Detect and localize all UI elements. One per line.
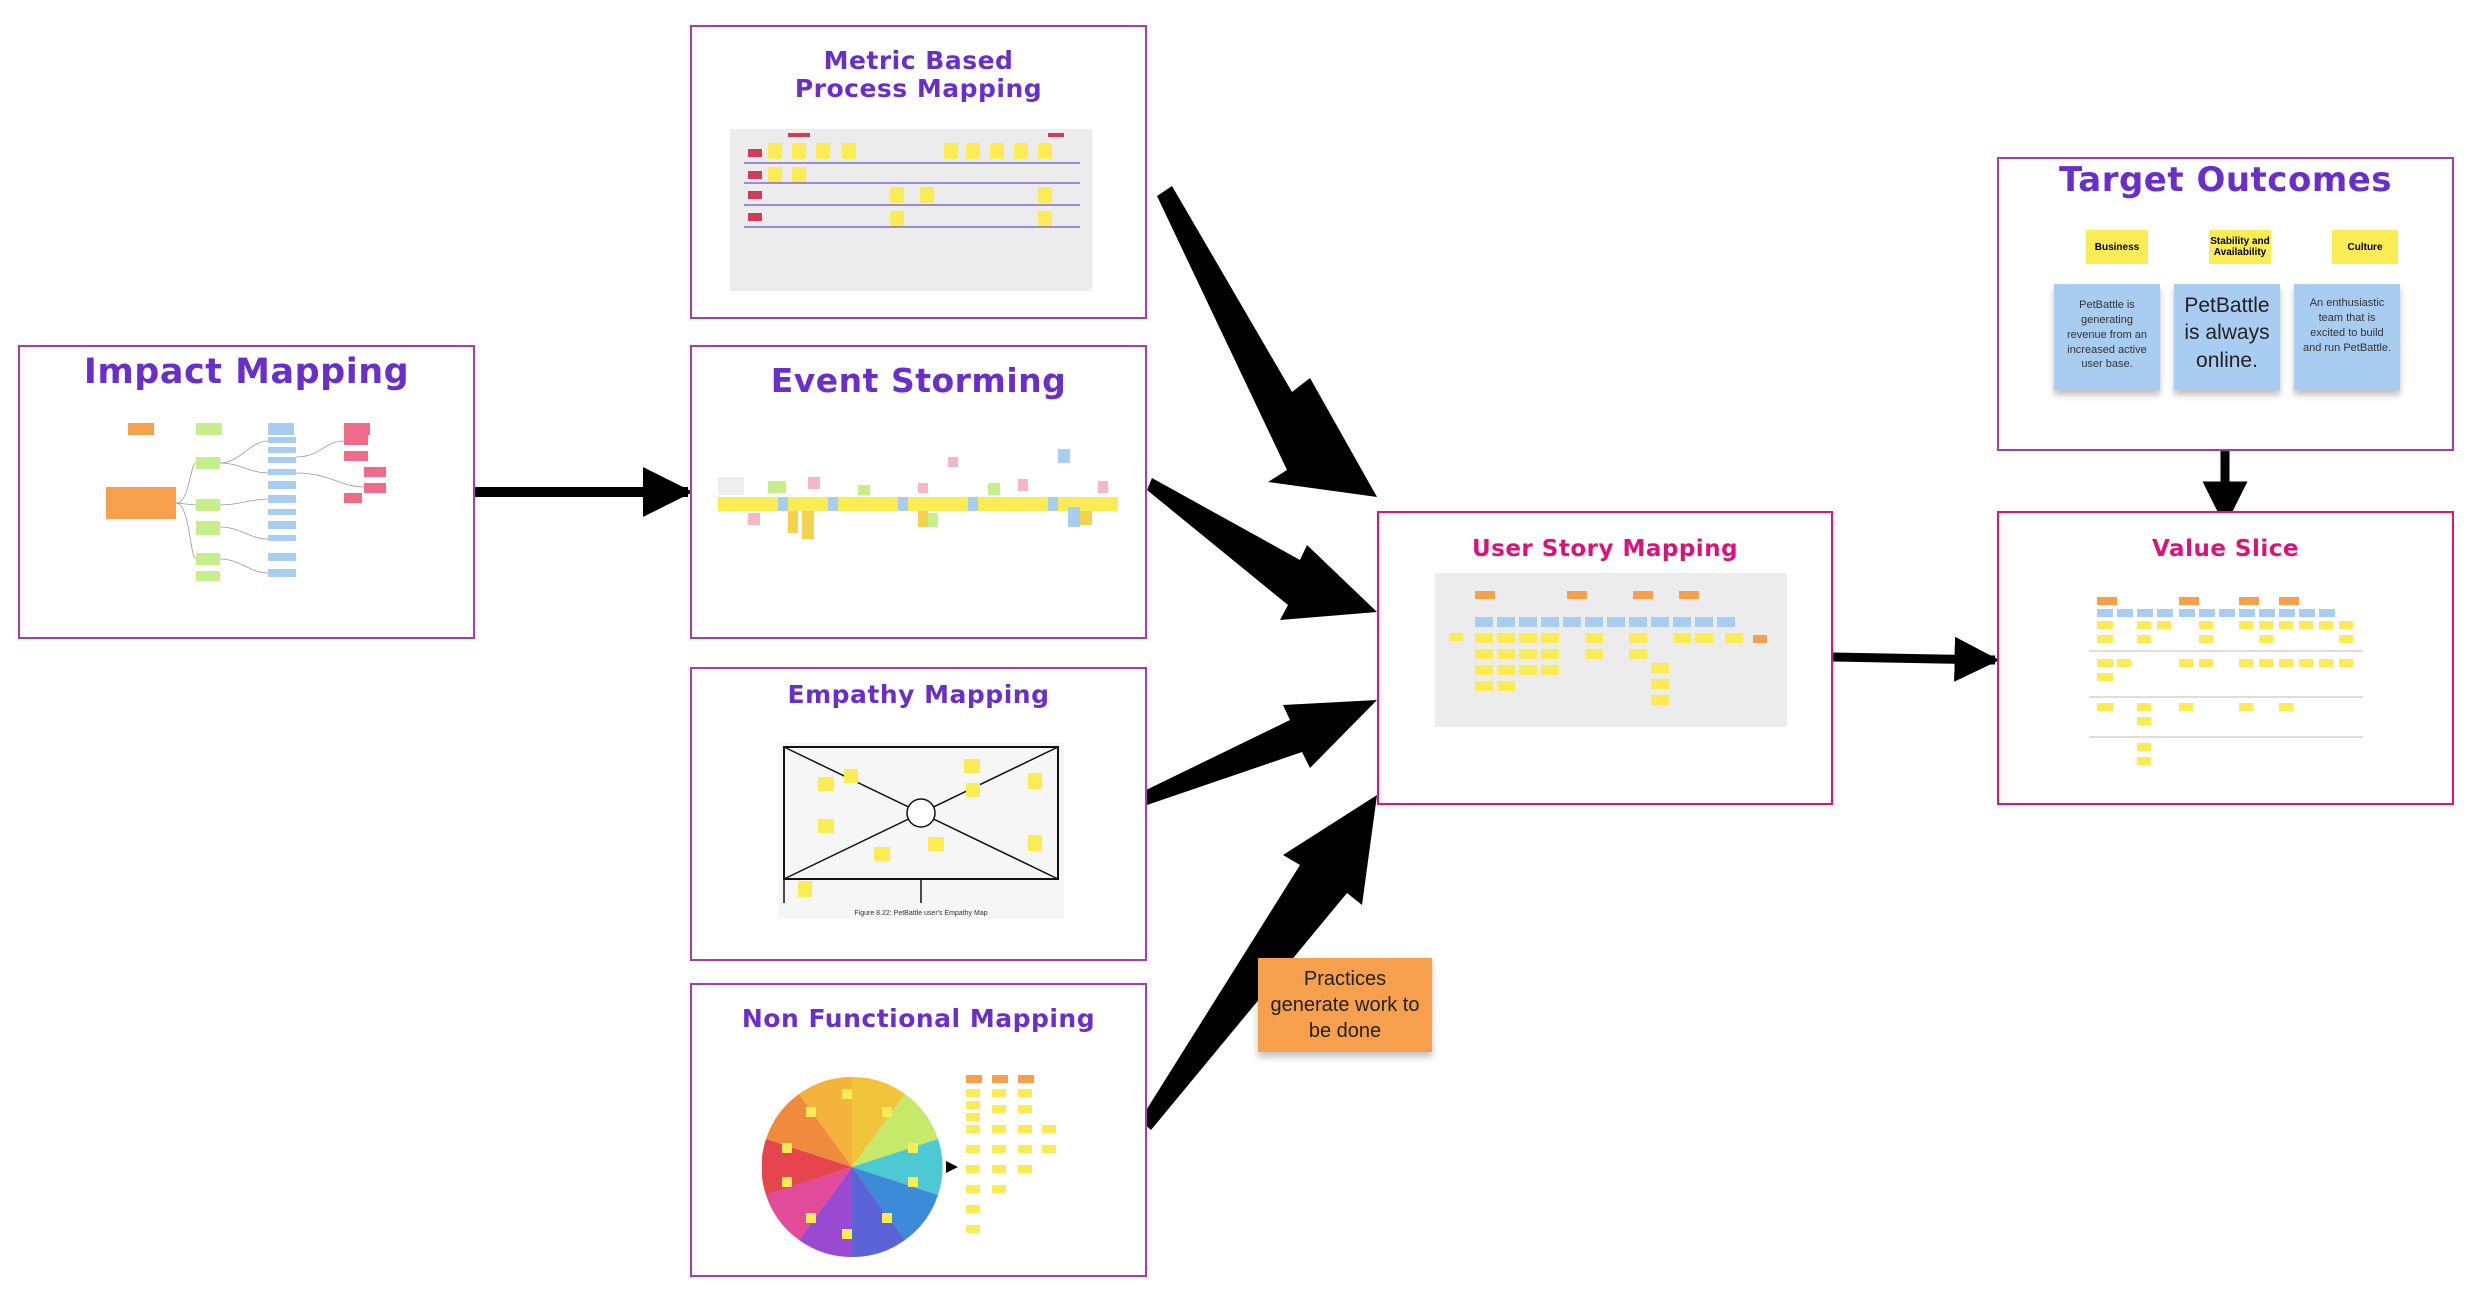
arrow-empathy-to-userstory [1142,700,1377,805]
nonfunctional-mapping-title: Non Functional Mapping [741,1004,1096,1033]
empathy-mapping-title: Empathy Mapping [787,680,1050,709]
event-storming-title: Event Storming [770,361,1067,400]
label-culture: Culture [2332,230,2398,264]
outcome-note-culture[interactable]: An enthusiastic team that is excited to … [2294,284,2400,390]
value-slice-frame[interactable]: Value Slice [1997,511,2454,805]
empathy-mapping-frame[interactable]: Empathy Mapping Figure 8.22: PetBattle u… [690,667,1147,961]
impact-mapping-title: Impact Mapping [83,352,410,392]
metric-title-line2: Process Mapping [794,74,1043,103]
target-outcomes-title: Target Outcomes [2058,160,2393,200]
arrow-userstory-to-valueslice [1832,636,2000,682]
label-business: Business [2086,230,2148,264]
value-slice-title: Value Slice [2152,536,2299,562]
impact-mapping-thumbnail [106,423,386,581]
user-story-mapping-frame[interactable]: User Story Mapping [1377,511,1833,805]
metric-process-thumbnail [730,129,1092,291]
arrow-metric-to-userstory [1157,186,1377,497]
practices-sticky-note[interactable]: Practices generate work to be done [1258,958,1432,1052]
value-slice-thumbnail [2089,597,2363,765]
outcome-note-business[interactable]: PetBattle is generating revenue from an … [2054,284,2160,390]
metric-title-line1: Metric Based [823,46,1014,75]
target-outcomes-frame[interactable]: Target Outcomes Business Stability and A… [1997,157,2454,451]
nonfunctional-wheel-thumbnail [762,1075,1056,1258]
metric-process-mapping-title: Metric Based Process Mapping [692,47,1145,103]
empathy-map-caption: Figure 8.22: PetBattle user's Empathy Ma… [854,910,988,917]
user-story-mapping-title: User Story Mapping [1471,536,1739,562]
label-stability: Stability and Availability [2209,230,2271,264]
event-storming-thumbnail [718,449,1118,539]
metric-process-mapping-frame[interactable]: Metric Based Process Mapping [690,25,1147,319]
practices-note-text: Practices generate work to be done [1270,968,1420,1042]
outcome-note-stability[interactable]: PetBattle is always online. [2174,284,2280,390]
user-story-map-thumbnail [1435,573,1787,727]
arrow-event-to-userstory [1147,478,1377,620]
empathy-map-thumbnail [778,743,1064,919]
event-storming-frame[interactable]: Event Storming [690,345,1147,639]
nonfunctional-mapping-frame[interactable]: Non Functional Mapping [690,983,1147,1277]
impact-mapping-frame[interactable]: Impact Mapping [18,345,475,639]
